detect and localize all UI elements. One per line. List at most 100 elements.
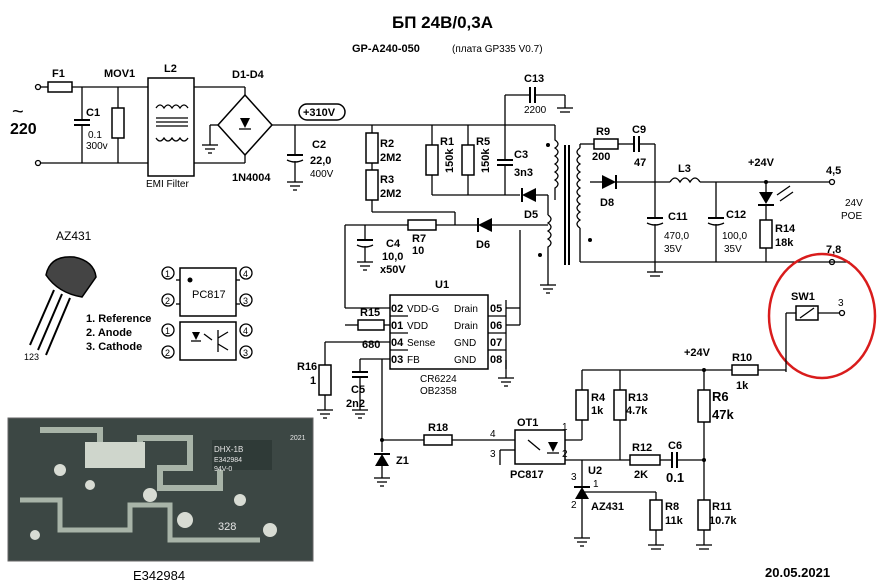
out-v: +24V (748, 157, 775, 169)
resistor-r2 (365, 132, 379, 164)
u2-pin: 2 (571, 500, 577, 511)
r11-name: R11 (712, 501, 732, 513)
pc817-pin: 1 (165, 269, 170, 279)
c2-value1: 22,0 (310, 155, 331, 167)
c1-value2: 300v (86, 141, 108, 152)
c13-name: C13 (524, 73, 544, 85)
highlight-ellipse (767, 252, 877, 380)
u1-pin-label: Drain (454, 304, 478, 315)
r16-value: 1 (310, 375, 316, 387)
u2-part: AZ431 (591, 501, 624, 513)
photo-caption: E342984 (133, 568, 185, 583)
title: БП 24В/0,3А (392, 13, 493, 32)
r2-value: 2M2 (380, 152, 401, 164)
resistor-r4 (575, 389, 589, 421)
u1-right-pins: Drain 05 Drain 06 GND 07 GND 08 (454, 303, 502, 366)
out-label2: POE (841, 211, 862, 222)
r11-value: 10.7k (709, 515, 737, 527)
r2-name: R2 (380, 138, 394, 150)
c3-name: C3 (514, 149, 528, 161)
r9-value: 200 (592, 151, 610, 163)
pc817-pin: 2 (165, 296, 170, 306)
c2-value2: 400V (310, 169, 334, 180)
u2-pin: 3 (571, 472, 577, 483)
resistor-r8 (649, 499, 663, 531)
r12-name: R12 (632, 442, 652, 454)
c9-value: 47 (634, 157, 646, 169)
subtitle-board: (плата GP335 V0.7) (452, 44, 543, 55)
resistor-r16 (318, 364, 332, 396)
az431-legend-pin: 1. Reference (86, 313, 151, 325)
out-pins-bottom: 7,8 (826, 244, 841, 256)
pcb-photo: DHX-1B E342984 94V-0 328 2021 (7, 417, 314, 562)
r12-value: 2K (634, 469, 648, 481)
r13-name: R13 (628, 392, 648, 404)
c11-name: C11 (668, 211, 688, 223)
c4-value2: x50V (380, 264, 406, 276)
r4-value: 1k (591, 405, 604, 417)
bus-310v: +310V (303, 107, 336, 119)
u1-pin-label: Sense (407, 338, 436, 349)
u1-part2: OB2358 (420, 386, 457, 397)
pc817-legend-label: PC817 (192, 289, 226, 301)
u1-pin-num: 08 (490, 354, 502, 366)
c5-value: 2n2 (346, 398, 365, 410)
led (759, 192, 773, 204)
r6-value: 47k (712, 407, 734, 422)
sw1-pin: 3 (838, 298, 844, 309)
u2-pin: 1 (593, 479, 599, 490)
u1-pin-num: 01 (391, 320, 403, 332)
r7-name: R7 (412, 233, 426, 245)
z1-label: Z1 (396, 455, 409, 467)
az431-pin-numbers: 123 (24, 352, 39, 362)
az431-legend-title: AZ431 (56, 229, 92, 243)
zener-z1 (375, 454, 389, 466)
resistor-r18 (423, 434, 453, 446)
resistor-r15 (357, 319, 385, 331)
pc817-pin: 4 (243, 269, 248, 279)
resistor-r6 (697, 389, 711, 423)
c1-name: C1 (86, 107, 100, 119)
c4-name: C4 (386, 238, 401, 250)
bridge-part: 1N4004 (232, 172, 271, 184)
u1-name: U1 (435, 279, 449, 291)
l3-label: L3 (678, 163, 691, 175)
resistor-r3 (365, 169, 379, 201)
pcb-rating-mark: 94V-0 (214, 466, 232, 473)
r3-name: R3 (380, 174, 394, 186)
d6-label: D6 (476, 239, 490, 251)
d8-label: D8 (600, 197, 614, 209)
u1-pin-label: VDD (407, 321, 428, 332)
az431-legend-pin: 3. Cathode (86, 341, 142, 353)
r4-name: R4 (591, 392, 606, 404)
u1-pin-num: 02 (391, 303, 403, 315)
u1-pin-num: 03 (391, 354, 403, 366)
input-voltage: 220 (10, 121, 37, 138)
resistor-r7 (407, 219, 437, 231)
u1-left-pins: 02 VDD-G 01 VDD 04 Sense 03 FB (391, 303, 439, 366)
r7-value: 10 (412, 245, 424, 257)
resistor-r5 (461, 144, 475, 176)
d5-label: D5 (524, 209, 538, 221)
r14-value: 18k (775, 237, 794, 249)
u1-pin-label: GND (454, 355, 476, 366)
c3-value: 3n3 (514, 167, 533, 179)
pc817-inner (179, 321, 237, 361)
regulator-u2 (575, 487, 589, 499)
r10-value: 1k (736, 380, 749, 392)
inductor-l3 (669, 177, 701, 184)
resistor-r1 (425, 144, 439, 176)
r1-name: R1 (440, 136, 454, 148)
ot1-pin: 3 (490, 449, 496, 460)
r6-name: R6 (712, 389, 729, 404)
diode-d8 (602, 175, 616, 189)
r15-value: 680 (362, 339, 380, 351)
emi-filter-l2 (147, 77, 195, 177)
ot1-part: PC817 (510, 469, 544, 481)
pc817-pin: 2 (165, 348, 170, 358)
r10-name: R10 (732, 352, 752, 364)
r3-value: 2M2 (380, 188, 401, 200)
r1-value: 150k (444, 148, 456, 173)
c6-name: C6 (668, 440, 682, 452)
